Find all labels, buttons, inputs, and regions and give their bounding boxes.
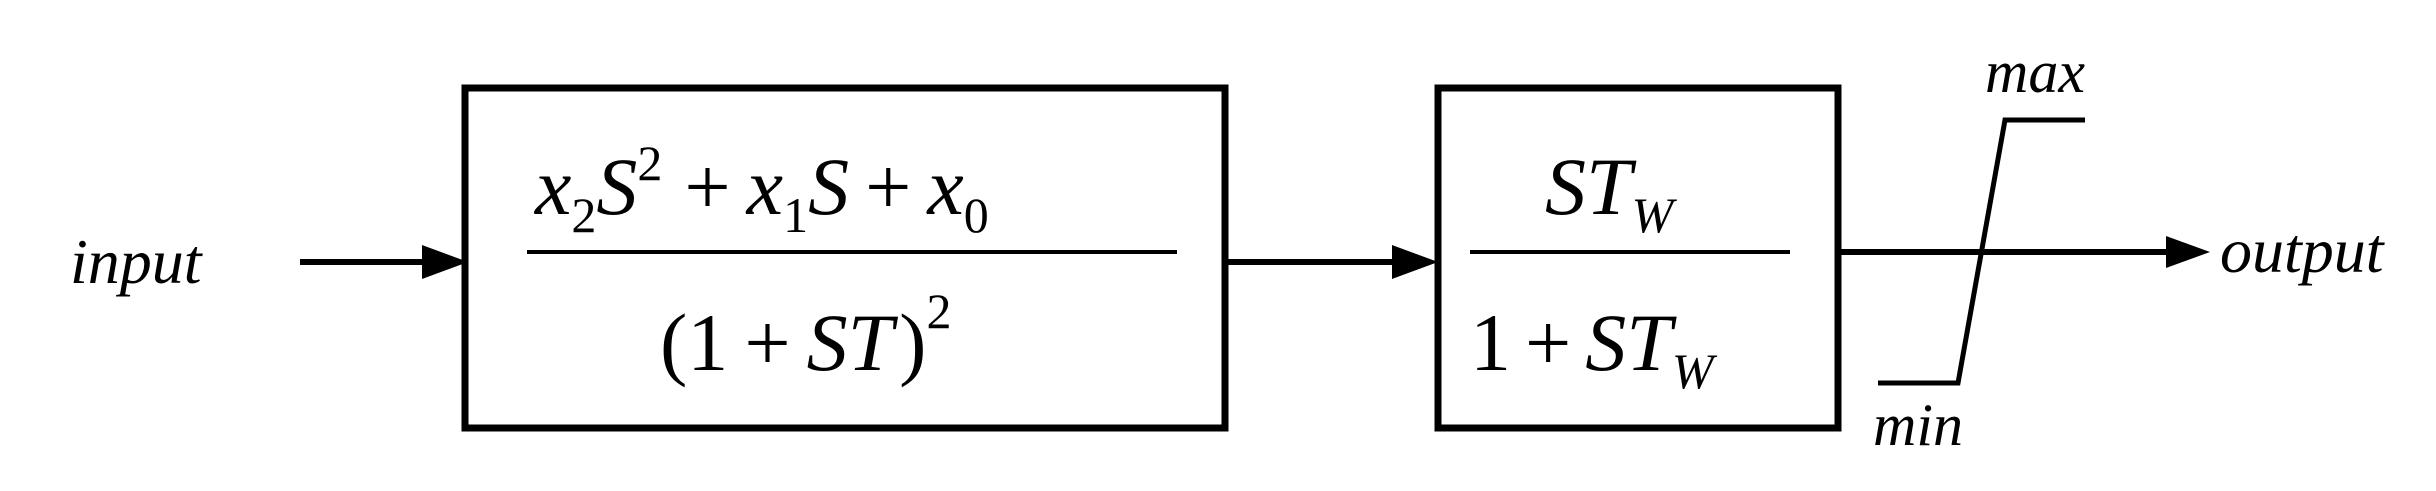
block-2-frame bbox=[1434, 84, 1842, 432]
svg-text:STW: STW bbox=[1545, 141, 1678, 243]
max-label: max bbox=[1985, 39, 2085, 105]
svg-text:1+STW: 1+STW bbox=[1470, 297, 1718, 399]
block-1-frame bbox=[461, 84, 1229, 432]
block-2-numerator: STW bbox=[1545, 141, 1678, 243]
min-label: min bbox=[1873, 392, 1963, 458]
input-label: input bbox=[70, 226, 204, 297]
connector-arrow bbox=[1228, 245, 1438, 279]
transfer-function-block-1: x2S2+x1S+x0 (1+ST)2 bbox=[461, 84, 1229, 432]
block-2-denominator: 1+STW bbox=[1470, 297, 1718, 399]
input-arrow bbox=[300, 245, 468, 279]
svg-text:(1+ST)2: (1+ST)2 bbox=[660, 283, 951, 388]
saturation-limiter bbox=[1878, 117, 2085, 386]
svg-text:x2S2+x1S+x0: x2S2+x1S+x0 bbox=[534, 135, 989, 243]
output-arrow bbox=[1841, 236, 2210, 268]
output-label: output bbox=[2220, 215, 2386, 286]
block-1-numerator: x2S2+x1S+x0 bbox=[534, 135, 989, 243]
washout-filter-block-2: STW 1+STW bbox=[1434, 84, 1842, 432]
block-1-denominator: (1+ST)2 bbox=[660, 283, 951, 388]
